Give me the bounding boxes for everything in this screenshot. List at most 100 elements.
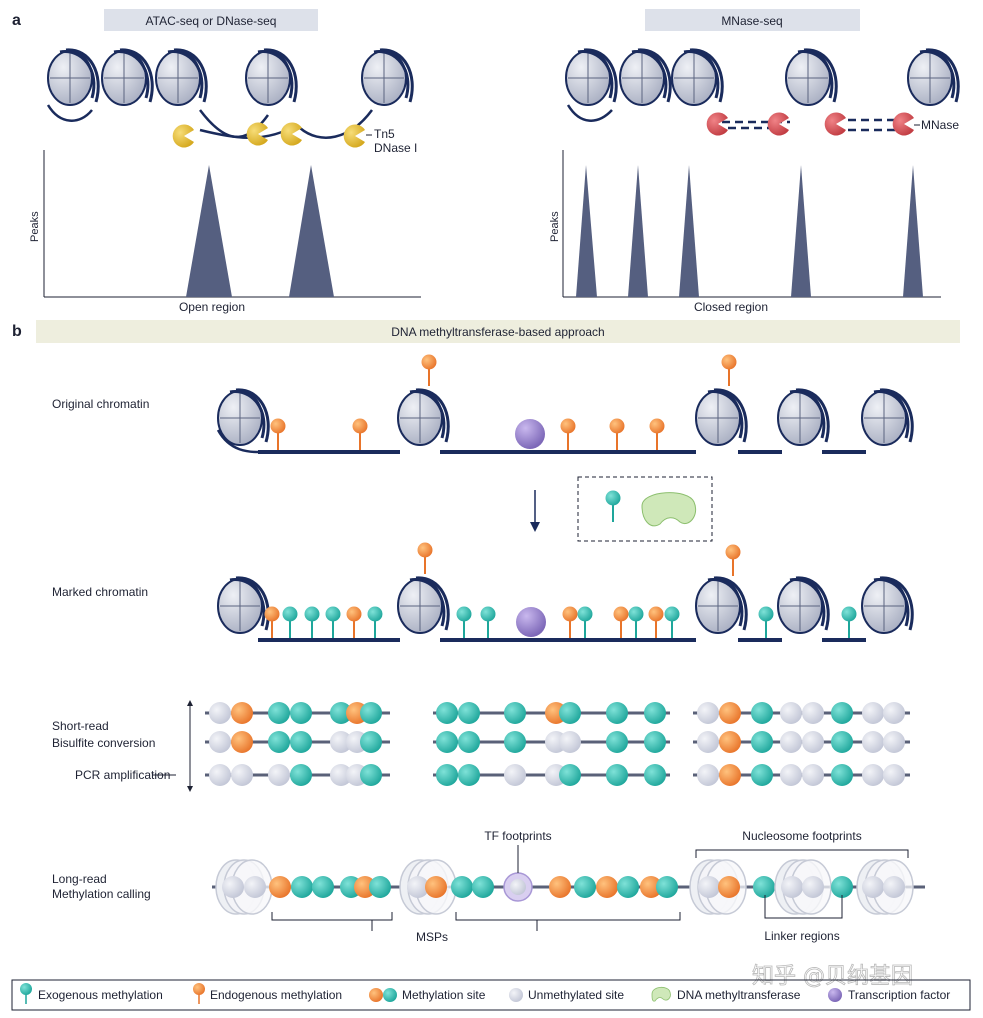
transcription-factor-icon — [516, 607, 546, 637]
methylation-site — [360, 764, 382, 786]
peak — [186, 165, 232, 297]
methylation-site — [269, 876, 291, 898]
nucleosome-icon — [906, 48, 960, 107]
label-msps: MSPs — [416, 930, 448, 944]
unmethylated-site — [209, 764, 231, 786]
mnase-icon — [706, 112, 728, 136]
methylation-site — [559, 702, 581, 724]
nucleosome-icon — [216, 388, 270, 447]
mnase-peak-plot — [562, 150, 941, 298]
nucleosome-icon — [216, 576, 270, 635]
endogenous-methylation-icon — [269, 417, 287, 451]
methylation-site — [268, 731, 290, 753]
marked-chromatin — [216, 541, 914, 642]
methylation-site — [644, 764, 666, 786]
labeling-step — [530, 476, 713, 542]
short-read-molecules — [205, 702, 910, 786]
unmethylated-site — [244, 876, 266, 898]
label-short-read: Short-read — [52, 719, 109, 733]
nucleosome-icon — [46, 48, 100, 107]
methylation-site — [753, 876, 775, 898]
unmethylated-site — [268, 764, 290, 786]
methylation-site — [751, 764, 773, 786]
methylation-site — [231, 731, 253, 753]
unmethylated-site — [883, 702, 905, 724]
nucleosome-icon — [860, 576, 914, 635]
atac-header-box — [104, 9, 318, 31]
mnase-header-box — [645, 9, 860, 31]
peak — [289, 165, 334, 297]
nucleosome-icon — [100, 48, 154, 107]
methylation-site — [574, 876, 596, 898]
unmethylated-site — [330, 764, 352, 786]
unmethylated-site — [559, 731, 581, 753]
tn5-icon — [172, 124, 194, 148]
original-chromatin — [216, 353, 914, 454]
unmethylated-site — [862, 702, 884, 724]
legend: Exogenous methylation Endogenous methyla… — [11, 979, 971, 1011]
methylation-site — [549, 876, 571, 898]
endogenous-methylation-icon — [420, 353, 438, 387]
unmethylated-site — [698, 876, 720, 898]
panel-b-header-box — [36, 320, 960, 343]
panel-b-label: b — [12, 323, 22, 340]
mnase-chromatin — [564, 48, 960, 136]
unmethylated-site — [883, 876, 905, 898]
methylation-site — [360, 702, 382, 724]
methylation-site — [719, 702, 741, 724]
legend-item-unmethylated-site: Unmethylated site — [509, 988, 624, 1002]
unmethylated-site — [697, 731, 719, 753]
unmethylated-site — [209, 702, 231, 724]
panel-b-header: DNA methyltransferase-based approach — [391, 325, 604, 339]
unmethylated-site — [330, 731, 352, 753]
mnase-icon — [767, 112, 789, 136]
atac-peak-plot — [43, 150, 421, 298]
tn5-icon — [343, 124, 365, 148]
legend-item-dna-methyltransferase: DNA methyltransferase — [651, 986, 801, 1002]
methylation-site — [290, 764, 312, 786]
tn5-label: Tn5 — [374, 127, 395, 141]
methylation-site — [644, 731, 666, 753]
row-label-marked: Marked chromatin — [52, 585, 148, 599]
unmethylated-site — [802, 764, 824, 786]
unmethylated-site — [802, 876, 824, 898]
ylabel-peaks-left: Peaks — [29, 211, 41, 242]
nucleosome-icon — [694, 576, 748, 635]
methylation-site — [458, 764, 480, 786]
methylation-site — [231, 702, 253, 724]
nucleosome-icon — [776, 388, 830, 447]
long-read-molecule — [212, 859, 925, 915]
peak — [791, 165, 811, 297]
svg-text:Methylation site: Methylation site — [402, 988, 486, 1002]
xlabel-closed-region: Closed region — [694, 300, 768, 314]
watermark: 知乎 @贝纳基因 — [752, 964, 913, 989]
unmethylated-site — [781, 876, 803, 898]
dna-methyltransferase-icon — [641, 492, 696, 527]
methylation-site — [436, 731, 458, 753]
methylation-site — [451, 876, 473, 898]
nucleosome-icon — [784, 48, 838, 107]
nucleosome-icon — [360, 48, 414, 107]
tn5-icon — [280, 122, 302, 146]
methylation-site — [330, 702, 352, 724]
unmethylated-site — [862, 731, 884, 753]
atac-header: ATAC-seq or DNase-seq — [146, 14, 277, 28]
peak — [628, 165, 648, 297]
methylation-site — [831, 702, 853, 724]
endogenous-methylation-icon — [559, 417, 577, 451]
unmethylated-site — [209, 731, 231, 753]
unmethylated-site — [780, 702, 802, 724]
methylation-site — [472, 876, 494, 898]
label-pcr: PCR amplification — [75, 768, 170, 782]
methylation-site — [656, 876, 678, 898]
methylation-site — [436, 764, 458, 786]
mnase-label: MNase — [921, 118, 959, 132]
unmethylated-site — [407, 876, 429, 898]
nucleosome-icon — [154, 48, 208, 107]
unmethylated-site — [780, 764, 802, 786]
endogenous-methylation-icon — [351, 417, 369, 451]
unmethylated-site — [802, 702, 824, 724]
panel-a-label: a — [12, 12, 21, 29]
methylation-site — [425, 876, 447, 898]
mnase-header: MNase-seq — [721, 14, 782, 28]
